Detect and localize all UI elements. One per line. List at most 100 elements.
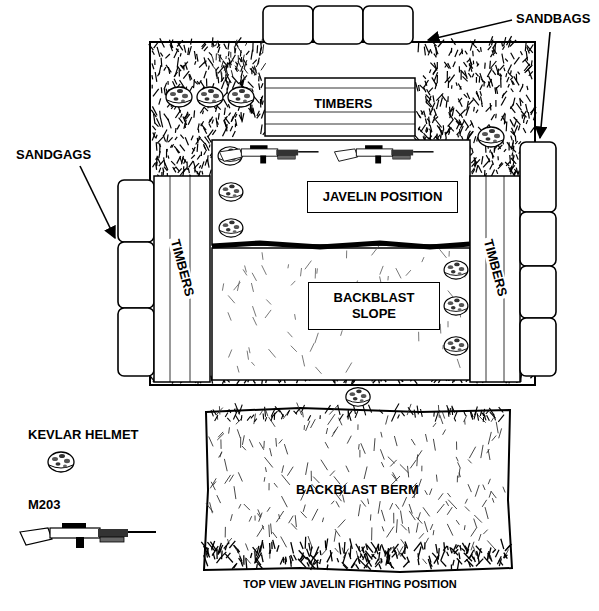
grass-stroke — [483, 485, 485, 490]
grass-stroke — [511, 147, 516, 153]
grass-stroke — [309, 561, 316, 569]
grass-stroke — [253, 60, 257, 65]
grass-stroke — [456, 121, 460, 125]
grass-stroke — [349, 553, 351, 560]
grass-stroke — [314, 546, 319, 557]
grass-stroke — [447, 405, 451, 415]
grass-stroke — [233, 545, 239, 555]
grass-stroke — [470, 132, 473, 136]
grass-stroke — [342, 548, 344, 554]
grass-stroke — [508, 64, 512, 72]
grass-stroke — [235, 40, 237, 49]
grass-stroke — [491, 54, 493, 57]
grass-stroke — [411, 439, 415, 445]
grass-stroke — [207, 155, 209, 161]
grass-stroke — [341, 330, 343, 336]
grass-stroke — [266, 300, 271, 305]
grass-stroke — [426, 95, 432, 101]
grass-stroke — [372, 554, 377, 559]
timbers-left — [154, 176, 210, 382]
grass-stroke — [288, 332, 293, 337]
grass-stroke — [155, 72, 157, 82]
grass-stroke — [163, 135, 165, 142]
grass-stroke — [151, 75, 153, 79]
grass-stroke — [361, 500, 366, 506]
grass-stroke — [476, 165, 478, 173]
grass-stroke — [468, 100, 473, 106]
grass-stroke — [476, 92, 479, 96]
backblast-slope-area — [212, 248, 470, 380]
grass-stroke — [193, 110, 195, 117]
grass-stroke — [474, 519, 477, 528]
grass-stroke — [430, 63, 436, 69]
grass-stroke — [433, 439, 435, 451]
grass-stroke — [228, 312, 231, 320]
grass-stroke — [202, 161, 205, 168]
grass-stroke — [188, 168, 189, 173]
grass-stroke — [492, 40, 493, 46]
grass-stroke — [464, 119, 469, 127]
grass-stroke — [402, 497, 406, 507]
grass-stroke — [498, 163, 503, 168]
grass-stroke — [470, 41, 477, 48]
grass-stroke — [430, 489, 432, 495]
grass-stroke — [430, 69, 431, 73]
grass-stroke — [507, 77, 509, 82]
grass-stroke — [417, 517, 423, 523]
grass-stroke — [296, 407, 301, 413]
grass-stroke — [256, 564, 258, 568]
grass-stroke — [435, 414, 437, 422]
grass-stroke — [181, 114, 183, 118]
grass-stroke — [208, 58, 213, 65]
timbers-right — [470, 176, 520, 382]
grass-stroke — [502, 94, 504, 99]
grass-stroke — [430, 524, 433, 530]
grass-stroke — [423, 76, 426, 79]
grass-stroke — [449, 112, 454, 120]
grass-stroke — [437, 100, 439, 110]
grass-stroke — [294, 411, 297, 415]
grass-stroke — [153, 163, 156, 167]
grass-stroke — [422, 257, 424, 262]
grass-stroke — [440, 415, 443, 424]
grass-stroke — [496, 87, 497, 94]
grass-stroke — [460, 86, 461, 90]
grass-stroke — [235, 124, 236, 128]
grass-stroke — [232, 564, 236, 568]
grass-stroke — [418, 127, 420, 131]
grass-stroke — [387, 527, 394, 538]
grass-stroke — [258, 513, 261, 517]
grass-stroke — [310, 547, 312, 557]
grass-stroke — [228, 51, 230, 56]
grass-stroke — [257, 526, 264, 537]
grass-stroke — [303, 505, 305, 512]
grass-stroke — [509, 167, 511, 169]
grass-stroke — [396, 268, 401, 278]
grass-stroke — [347, 436, 351, 444]
grass-stroke — [504, 114, 506, 124]
grass-stroke — [507, 36, 512, 45]
grass-stroke — [259, 73, 262, 81]
grass-stroke — [263, 414, 265, 420]
grass-stroke — [157, 47, 160, 57]
grass-stroke — [224, 116, 228, 121]
grass-stroke — [279, 514, 280, 519]
berm-grass — [201, 403, 511, 570]
grass-stroke — [240, 77, 241, 86]
grass-stroke — [311, 471, 312, 481]
grass-stroke — [204, 71, 206, 78]
grass-stroke — [425, 119, 426, 125]
grass-stroke — [251, 50, 253, 60]
grass-stroke — [299, 550, 307, 559]
grass-stroke — [153, 89, 159, 96]
grass-stroke — [505, 544, 512, 551]
grass-stroke — [434, 54, 437, 58]
grass-stroke — [205, 137, 210, 144]
grass-stroke — [234, 545, 240, 552]
grass-stroke — [459, 468, 460, 477]
grass-stroke — [265, 310, 271, 318]
grass-stroke — [491, 79, 493, 87]
grass-stroke — [150, 376, 152, 380]
grass-stroke — [248, 82, 254, 88]
grass-stroke — [452, 407, 454, 415]
